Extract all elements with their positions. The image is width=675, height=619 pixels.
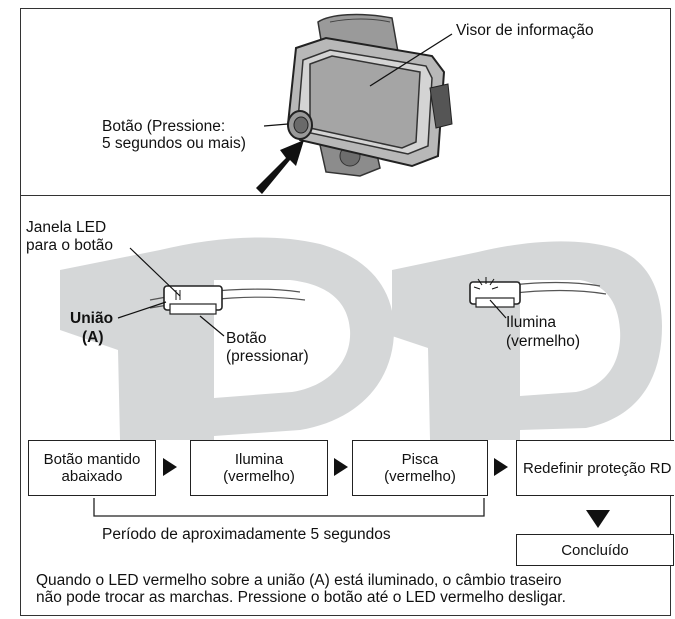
step-button-held: Botão mantido abaixado bbox=[28, 440, 156, 496]
press-label-line1: Botão bbox=[226, 330, 267, 347]
step-done: Concluído bbox=[516, 534, 674, 566]
step-reset-rd-protection: Redefinir proteção RD bbox=[516, 440, 674, 496]
display-label: Visor de informação bbox=[456, 22, 594, 39]
flow-arrow-2 bbox=[334, 458, 348, 476]
flow-arrow-3 bbox=[494, 458, 508, 476]
flow-arrow-1 bbox=[163, 458, 177, 476]
press-label-line2: (pressionar) bbox=[226, 348, 309, 365]
handlebar-left-illustration bbox=[60, 237, 394, 440]
down-arrow bbox=[586, 510, 610, 528]
note-line2: não pode trocar as marchas. Pressione o … bbox=[36, 589, 566, 606]
led-window-label-line2: para o botão bbox=[26, 237, 114, 254]
joint-label-line1: União bbox=[70, 310, 114, 327]
display-unit-illustration bbox=[256, 13, 453, 194]
step-blinks-red: Pisca (vermelho) bbox=[352, 440, 488, 496]
button-label: Botão (Pressione: 5 segundos ou mais) bbox=[102, 118, 246, 152]
led-window-label-line1: Janela LED bbox=[26, 219, 107, 236]
note-line1: Quando o LED vermelho sobre a união (A) … bbox=[36, 572, 562, 589]
period-label: Período de aproximadamente 5 segundos bbox=[102, 526, 391, 543]
warning-note: Quando o LED vermelho sobre a união (A) … bbox=[36, 572, 566, 606]
lights-label-line1: Ilumina bbox=[506, 314, 556, 331]
joint-label-line2: (A) bbox=[82, 329, 104, 346]
lights-label-line2: (vermelho) bbox=[506, 333, 581, 350]
handlebar-right-illustration bbox=[392, 241, 662, 440]
period-bracket bbox=[93, 498, 485, 517]
step-lights-red: Ilumina (vermelho) bbox=[190, 440, 328, 496]
